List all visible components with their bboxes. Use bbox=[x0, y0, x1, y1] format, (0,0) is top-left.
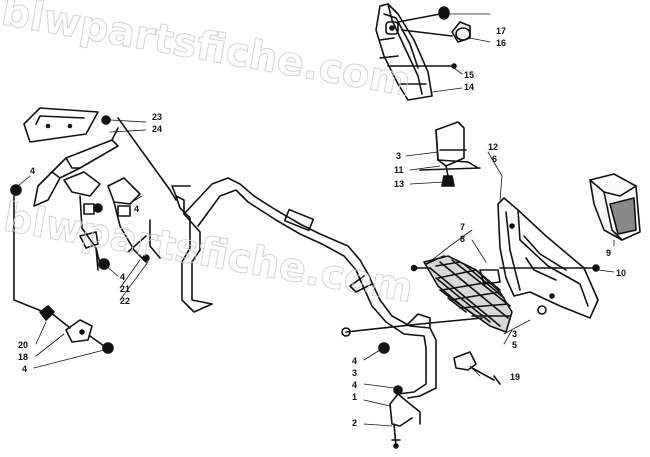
callout-13: 13 bbox=[394, 179, 404, 189]
left-leader bbox=[13, 195, 161, 313]
callout-8: 8 bbox=[460, 234, 465, 244]
callout-3b: 3 bbox=[512, 329, 517, 339]
callout-4c: 4 bbox=[352, 380, 357, 390]
callout-labels: 17 16 15 14 3 11 13 12 6 7 8 9 10 3 5 19… bbox=[18, 26, 626, 428]
callout-4b: 4 bbox=[352, 356, 357, 366]
callout-2: 2 bbox=[352, 418, 357, 428]
callout-21: 21 bbox=[120, 284, 130, 294]
callout-22: 22 bbox=[120, 296, 130, 306]
handle-19 bbox=[453, 351, 501, 385]
left-fasteners bbox=[10, 115, 177, 270]
callout-18: 18 bbox=[18, 352, 28, 362]
callout-4e: 4 bbox=[120, 272, 125, 282]
callout-16: 16 bbox=[496, 38, 506, 48]
callout-1: 1 bbox=[352, 392, 357, 402]
small-bracket bbox=[419, 121, 481, 187]
right-fasteners bbox=[378, 342, 403, 449]
callout-20: 20 bbox=[18, 340, 28, 350]
callout-5: 5 bbox=[512, 340, 517, 350]
panel-fasteners bbox=[341, 264, 600, 337]
callout-15: 15 bbox=[464, 70, 474, 80]
callout-4d: 4 bbox=[134, 204, 139, 214]
lamp-plate bbox=[23, 107, 99, 143]
callout-3: 3 bbox=[396, 151, 401, 161]
callout-4a: 4 bbox=[30, 166, 35, 176]
screw-15 bbox=[387, 63, 457, 69]
callout-4f: 4 bbox=[22, 364, 27, 374]
side-panel bbox=[497, 197, 599, 319]
callout-10: 10 bbox=[616, 268, 626, 278]
upper-bracket bbox=[375, 3, 433, 101]
callout-7: 7 bbox=[460, 222, 465, 232]
callout-23: 23 bbox=[152, 112, 162, 122]
callout-3c: 3 bbox=[352, 368, 357, 378]
mesh-screen bbox=[423, 255, 513, 333]
lamp-bracket bbox=[33, 127, 147, 271]
callout-19: 19 bbox=[510, 372, 520, 382]
callout-12: 12 bbox=[488, 142, 498, 152]
reflector-9 bbox=[589, 173, 641, 241]
callout-17: 17 bbox=[496, 26, 506, 36]
tube-frame bbox=[171, 177, 437, 427]
callout-24: 24 bbox=[152, 124, 162, 134]
leader-lines bbox=[17, 13, 615, 427]
callout-6: 6 bbox=[492, 154, 497, 164]
clamp-18-20 bbox=[39, 305, 114, 354]
callout-11: 11 bbox=[394, 165, 404, 175]
bushing-17-16 bbox=[397, 6, 471, 43]
callout-9: 9 bbox=[606, 248, 611, 258]
callout-14: 14 bbox=[464, 82, 474, 92]
